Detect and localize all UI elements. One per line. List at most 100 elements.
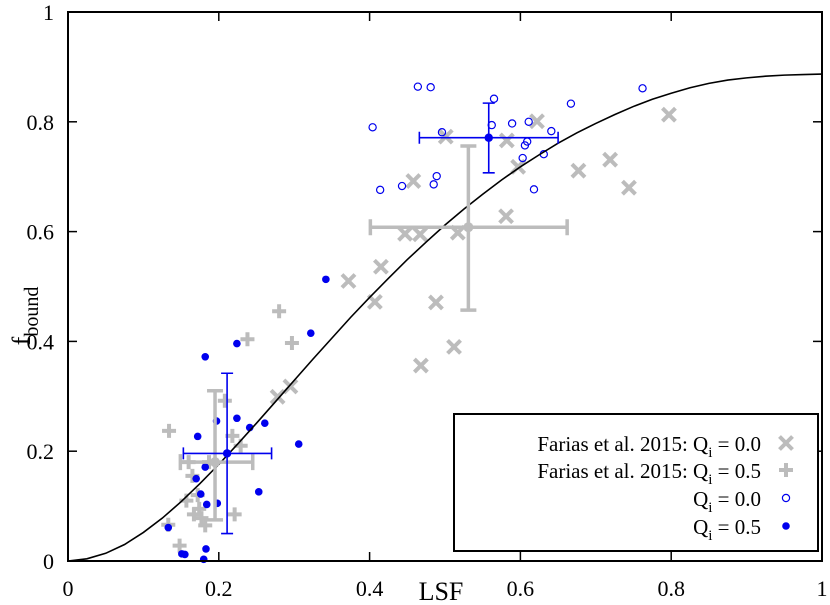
- series-2-point: [194, 511, 209, 526]
- series-3-point: [547, 126, 556, 136]
- series-4-point: [202, 545, 210, 553]
- series-3-point: [524, 117, 533, 127]
- series-1-point: [529, 113, 545, 130]
- series-4-point: [306, 329, 315, 337]
- series-3-point: [437, 128, 447, 137]
- series-2-point: [227, 507, 242, 522]
- y-tick-label: 1: [43, 0, 54, 25]
- legend-label-prefix: Farias et al. 2015: Q: [537, 432, 708, 456]
- series-4-point: [164, 523, 173, 532]
- series-3-point: [368, 123, 377, 132]
- series-2-point: [284, 336, 299, 351]
- series-3-point: [489, 94, 499, 103]
- series-3-point: [397, 181, 407, 191]
- series-1-point: [570, 162, 587, 179]
- series-3-point: [432, 171, 441, 181]
- legend-label-prefix: Farias et al. 2015: Q: [537, 459, 708, 483]
- x-tick-label: 0: [63, 576, 74, 601]
- x-tick-label: 0.4: [356, 576, 384, 601]
- legend-marker-4: [782, 522, 790, 530]
- legend-entry-3: Qi = 0.0: [693, 487, 761, 516]
- legend-label-sub: i: [708, 472, 712, 488]
- series-3-point: [566, 99, 576, 108]
- series-1-point: [269, 388, 286, 405]
- series-1-point: [428, 294, 444, 311]
- series-2-point: [240, 332, 255, 347]
- y-axis-label-main: f: [7, 336, 36, 345]
- series-3-point: [529, 185, 539, 194]
- series-4-point: [199, 555, 208, 564]
- series-2-point: [198, 518, 213, 533]
- series-1-point: [661, 106, 677, 123]
- series-2-point: [217, 393, 232, 408]
- x-tick-label: 0.2: [205, 576, 233, 601]
- legend-label-sub: i: [708, 445, 712, 461]
- series-1-point: [437, 128, 454, 145]
- series-3-mean-point: [484, 133, 493, 142]
- y-tick-label: 0: [43, 549, 54, 574]
- legend-label-sub: i: [708, 500, 712, 516]
- series-1-point: [621, 179, 637, 196]
- series-4-point: [201, 463, 210, 471]
- series-1-point: [498, 132, 515, 149]
- y-tick-label: 0.2: [27, 439, 55, 464]
- series-1-mean-point: [463, 222, 474, 233]
- series-4-mean-point: [222, 449, 232, 458]
- series-4-point: [196, 490, 205, 498]
- legend-entry-2: Farias et al. 2015: Qi = 0.5: [537, 459, 761, 488]
- legend-label-sub: i: [708, 528, 712, 544]
- series-2-point: [172, 538, 187, 553]
- y-tick-label: 0.6: [27, 220, 55, 245]
- legend-marker-1: [778, 435, 794, 451]
- legend-label-suffix: = 0.0: [712, 487, 761, 511]
- series-4-point: [254, 488, 263, 496]
- x-tick-label: 0.8: [657, 576, 685, 601]
- x-axis-label: LSF: [419, 577, 464, 605]
- series-4-point: [233, 339, 241, 348]
- plot-frame: [67, 11, 823, 562]
- legend-entry-4: Qi = 0.5: [693, 515, 761, 544]
- series-2-point: [162, 423, 177, 438]
- legend-entry-1: Farias et al. 2015: Qi = 0.0: [537, 432, 761, 461]
- x-tick-label: 1: [817, 576, 828, 601]
- series-3-point: [413, 82, 423, 91]
- series-4-point: [322, 275, 330, 284]
- y-tick-label: 0.8: [27, 110, 55, 135]
- series-1-point: [446, 338, 462, 355]
- series-4-point: [233, 414, 241, 423]
- series-3-point: [429, 180, 438, 189]
- series-2-mean-point: [210, 457, 221, 468]
- series-1-point: [405, 173, 422, 190]
- series-4-point: [192, 474, 200, 483]
- y-axis-label: fbound: [7, 287, 43, 346]
- series-1-point: [412, 357, 429, 374]
- series-1-point: [412, 226, 429, 243]
- legend-label-suffix: = 0.5: [712, 459, 761, 483]
- series-4-point: [294, 440, 303, 448]
- legend-label-prefix: Q: [693, 487, 708, 511]
- legend-label-prefix: Q: [693, 515, 708, 539]
- x-tick-label: 0.6: [507, 576, 535, 601]
- series-1-point: [340, 273, 357, 289]
- series-3-point: [426, 83, 435, 92]
- y-axis-label-sub: bound: [21, 287, 43, 337]
- series-3-point: [507, 119, 517, 128]
- legend-label-suffix: = 0.5: [712, 515, 761, 539]
- series-2-point: [272, 304, 287, 319]
- series-3-point: [638, 84, 647, 93]
- legend-box: [453, 413, 819, 552]
- fit-curve: [67, 73, 823, 562]
- series-4-point: [260, 419, 269, 428]
- series-2-point: [192, 501, 207, 516]
- legend-marker-3: [781, 493, 791, 503]
- series-1-point: [498, 208, 514, 225]
- legend-marker-2: [779, 463, 793, 477]
- series-3-point: [518, 153, 527, 163]
- series-1-point: [602, 151, 619, 168]
- series-4-point: [202, 500, 211, 509]
- series-1-point: [397, 225, 413, 242]
- legend-label-suffix: = 0.0: [712, 432, 761, 456]
